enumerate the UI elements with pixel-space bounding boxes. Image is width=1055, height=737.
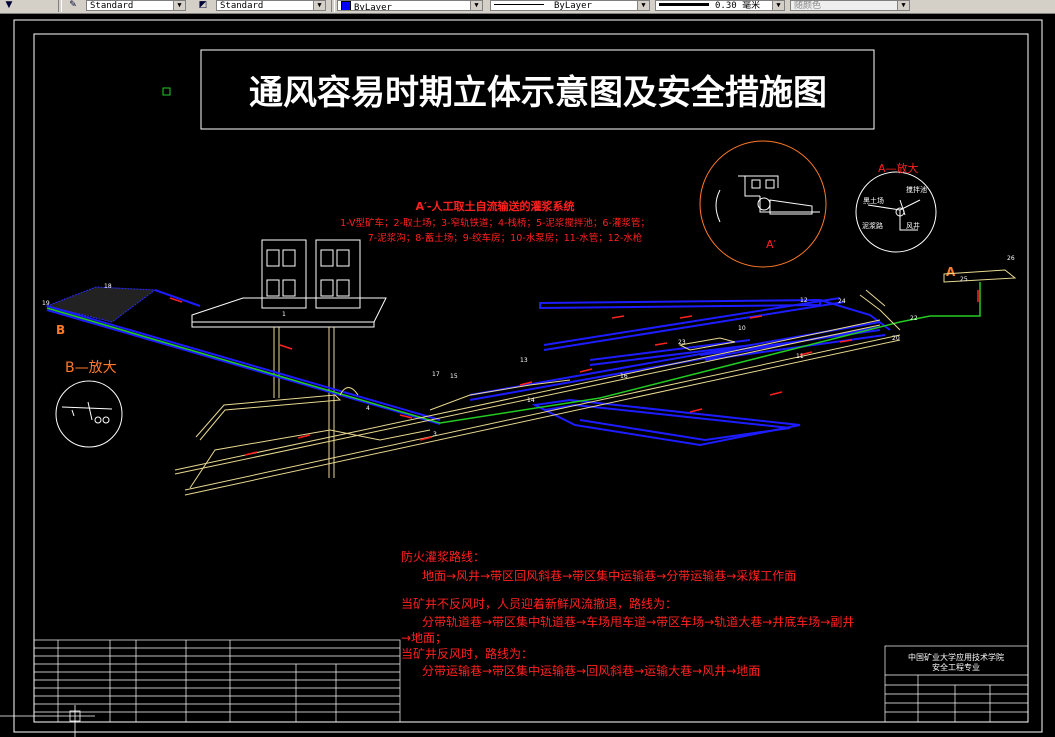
point-labels: 1 3 4 10 11 12 13 14 15 16 17 18 19 20 2… <box>42 255 1015 438</box>
linetype-preview <box>494 4 544 5</box>
toolbar-separator <box>58 0 62 12</box>
drawing-title: 通风容易时期立体示意图及安全措施图 <box>249 73 827 113</box>
sheet-outer-frame <box>13 19 1043 733</box>
chevron-down-icon[interactable]: ▼ <box>173 1 185 10</box>
shaft-building <box>191 239 387 478</box>
detail-b-label: B—放大 <box>65 360 117 376</box>
return-airways <box>46 289 891 447</box>
chevron-down-icon: ▼ <box>897 1 909 10</box>
drawing-canvas[interactable]: 通风容易时期立体示意图及安全措施图 A′-人工取土自流输送的灌浆系统 1-V型矿… <box>0 14 1055 737</box>
legend-line-2: 7-泥浆沟；8-蓄土场；9-绞车房；10-水泵房；11-水管；12-水枪 <box>368 232 643 244</box>
intake-airways <box>174 269 1017 496</box>
crosshair-cursor <box>0 705 95 737</box>
plot-style-value: 随颜色 <box>794 1 822 11</box>
lineweight-preview <box>659 3 709 6</box>
text-style-value: Standard <box>90 1 134 11</box>
lineweight-value: 0.30 毫米 <box>715 1 761 11</box>
detail-a-text: 黑土场 <box>863 196 884 205</box>
point-label: 18 <box>104 283 112 290</box>
route-instructions: 防火灌浆路线： 地面→风井→带区回风斜巷→带区集中运输巷→分带运输巷→采煤工作面… <box>401 549 854 678</box>
point-label: 11 <box>796 353 804 360</box>
school-name: 中国矿业大学应用技术学院 <box>908 652 1004 662</box>
escape1-route: 分带轨道巷→带区集中轨道巷→车场甩车道→带区车场→轨道大巷→井底车场→副井 <box>422 614 854 629</box>
point-label: 17 <box>432 371 440 378</box>
detail-b: B—放大 <box>55 360 123 448</box>
point-label: 19 <box>42 300 50 307</box>
legend-title: A′-人工取土自流输送的灌浆系统 <box>416 199 575 213</box>
grout-pipeline <box>46 282 981 424</box>
escape1-title: 当矿井不反风时，人员迎着新鲜风流撤退，路线为： <box>401 596 677 611</box>
point-label: 4 <box>366 405 370 412</box>
marker-a: A <box>946 265 956 279</box>
color-swatch <box>341 1 351 10</box>
title-box <box>200 49 875 130</box>
chevron-down-icon[interactable]: ▼ <box>637 1 649 10</box>
toolbar-separator <box>331 0 335 12</box>
sheet-inner-frame <box>33 33 1029 723</box>
point-label: 14 <box>527 397 535 404</box>
point-label: 24 <box>838 298 846 305</box>
point-label: 15 <box>450 373 458 380</box>
point-label: 1 <box>282 311 286 318</box>
detail-a-text: 风井 <box>906 221 920 230</box>
point-label: 23 <box>678 339 686 346</box>
color-value: ByLayer <box>354 3 392 11</box>
point-label: 26 <box>1007 255 1015 262</box>
escape2-title: 当矿井反风时，路线为： <box>401 646 533 661</box>
flow-arrows <box>169 290 979 456</box>
detail-a: A—放大 黑土场 搅拌池 泥浆路 风井 <box>855 161 937 253</box>
major-name: 安全工程专业 <box>932 662 980 672</box>
escape2-route: 分带运输巷→带区集中运输巷→回风斜巷→运输大巷→风井→地面 <box>422 663 760 678</box>
text-style-icon[interactable]: ✎ <box>69 0 77 10</box>
fire-route-title: 防火灌浆路线： <box>401 549 485 564</box>
marker-b: B <box>56 323 65 337</box>
detail-a-prime-label: A′ <box>766 238 777 251</box>
dim-style-select[interactable]: Standard ▼ <box>216 0 326 11</box>
chevron-down-icon[interactable]: ▼ <box>313 1 325 10</box>
point-label: 25 <box>960 276 968 283</box>
point-label: 12 <box>800 297 808 304</box>
detail-a-text: 搅拌池 <box>906 185 927 194</box>
gob-area <box>45 286 157 323</box>
point-label: 20 <box>892 335 900 342</box>
point-label: 16 <box>620 373 628 380</box>
point-label: 22 <box>910 315 918 322</box>
linetype-value: ByLayer <box>554 1 592 11</box>
detail-a-label: A—放大 <box>878 161 919 175</box>
symbol-table <box>33 639 401 723</box>
dim-style-value: Standard <box>220 1 264 11</box>
color-select[interactable]: ByLayer ▼ <box>337 0 483 11</box>
chevron-down-icon[interactable]: ▼ <box>772 1 784 10</box>
dim-style-icon[interactable]: ◩ <box>198 0 208 10</box>
fire-route: 地面→风井→带区回风斜巷→带区集中运输巷→分带运输巷→采煤工作面 <box>422 568 796 583</box>
plot-style-select: 随颜色 ▼ <box>790 0 910 11</box>
detail-a-prime: A′ <box>699 140 827 268</box>
title-block: 中国矿业大学应用技术学院 安全工程专业 <box>884 645 1029 723</box>
linetype-select[interactable]: ByLayer ▼ <box>490 0 650 11</box>
legend-line-1: 1-V型矿车；2-取土场；3-窄轨铁道；4-栈桥；5-泥浆搅拌池；6-灌浆管； <box>340 217 650 229</box>
prev-arrow-icon[interactable]: ▼ <box>5 0 13 10</box>
point-label: 3 <box>433 431 437 438</box>
chevron-down-icon[interactable]: ▼ <box>470 1 482 10</box>
escape1-route-end: →地面； <box>401 631 447 645</box>
lineweight-select[interactable]: 0.30 毫米 ▼ <box>655 0 785 11</box>
properties-toolbar: ▼ ✎ Standard ▼ ◩ Standard ▼ ByLayer ▼ By… <box>0 0 1055 14</box>
point-label: 10 <box>738 325 746 332</box>
text-style-select[interactable]: Standard ▼ <box>86 0 186 11</box>
point-label: 13 <box>520 357 528 364</box>
roadway-arch <box>339 387 359 396</box>
grip-marker[interactable] <box>162 87 171 96</box>
detail-a-text: 泥浆路 <box>862 221 883 230</box>
